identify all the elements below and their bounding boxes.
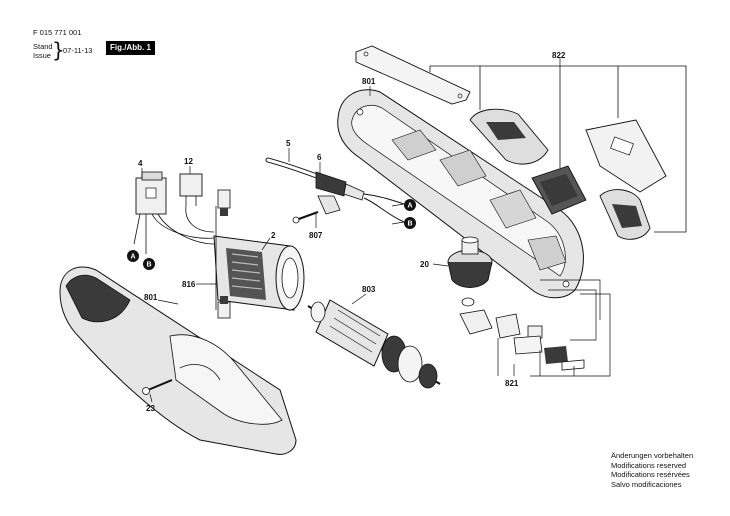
bevel-gear-20	[447, 236, 493, 288]
callout-5: 5	[286, 139, 291, 148]
callout-821: 821	[505, 379, 519, 388]
strain-relief-807	[292, 195, 341, 224]
callout-803: 803	[362, 285, 376, 294]
issue-label: Issue	[33, 51, 51, 60]
notice-line-fr: Modifications resérvées	[611, 470, 690, 479]
callout-2: 2	[271, 231, 276, 240]
cover-piece-3	[585, 119, 667, 193]
capacitor-12	[179, 173, 203, 206]
stand-label: Stand	[33, 42, 53, 51]
notice-line-es: Salvo modificaciones	[611, 479, 682, 489]
gear-parts-821	[459, 297, 585, 371]
callout-822: 822	[552, 51, 566, 60]
notice-line-en: Modifications reserved	[611, 460, 687, 470]
connector-b-wire: B	[404, 217, 416, 229]
brushes-816	[210, 189, 231, 319]
notice-line-de: Änderungen vorbehalten	[611, 451, 694, 460]
connector-a-switch: A	[127, 250, 139, 262]
svg-text:B: B	[407, 221, 412, 228]
svg-text:A: A	[130, 254, 135, 261]
bracket-822	[429, 65, 687, 233]
callout-23: 23	[146, 404, 155, 413]
callout-6: 6	[317, 153, 322, 162]
screw-23	[142, 379, 173, 395]
leader-lines	[141, 58, 561, 403]
callout-4: 4	[138, 159, 143, 168]
field-coil-2	[213, 235, 305, 311]
callout-801-top: 801	[362, 77, 376, 86]
power-cable	[265, 157, 405, 223]
switch-wires	[133, 205, 215, 254]
housing-half-bottom	[59, 266, 297, 455]
connector-a-wire: A	[404, 199, 416, 211]
cover-strip	[355, 45, 471, 105]
cover-piece-4	[599, 189, 651, 240]
issue-date: 07-11-13	[63, 46, 93, 55]
bracket-821	[497, 279, 611, 377]
connector-b-switch: B	[143, 258, 155, 270]
callout-12: 12	[184, 157, 193, 166]
figure-badge: Fig./Abb. 1	[106, 41, 155, 55]
callout-807: 807	[309, 231, 323, 240]
switch-4	[135, 171, 167, 215]
document-number: F 015 771 001	[33, 28, 82, 37]
modifications-notice: Änderungen vorbehalten Modifications res…	[611, 451, 693, 489]
brace-symbol: }	[52, 38, 65, 62]
cover-piece-1	[469, 108, 549, 165]
callout-801-bottom: 801	[144, 293, 158, 302]
housing-half-top	[337, 89, 584, 299]
callout-816: 816	[182, 280, 196, 289]
cover-piece-2	[531, 165, 587, 215]
callout-20: 20	[420, 260, 429, 269]
svg-text:B: B	[146, 262, 151, 269]
armature-803	[307, 299, 441, 389]
svg-text:A: A	[407, 203, 412, 210]
